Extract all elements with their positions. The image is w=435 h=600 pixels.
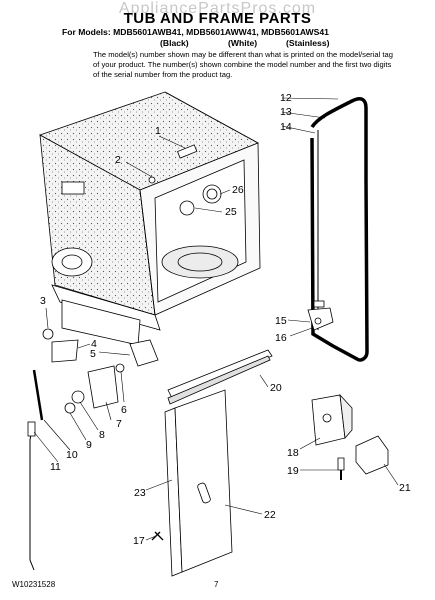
callout-8: 8 <box>99 429 105 441</box>
callout-4: 4 <box>91 338 97 350</box>
callout-21: 21 <box>399 482 411 494</box>
callout-5: 5 <box>90 348 96 360</box>
page-number: 7 <box>214 580 219 589</box>
bracket-15-16 <box>307 300 334 331</box>
callout-18: 18 <box>287 447 299 459</box>
callout-6: 6 <box>121 404 127 416</box>
tub-assembly <box>39 91 261 346</box>
callout-9: 9 <box>86 439 92 451</box>
callout-3: 3 <box>40 295 46 307</box>
models-line: For Models: MDB5601AWB41, MDB5601AWW41, … <box>62 27 329 37</box>
doc-number: W10231528 <box>12 580 56 589</box>
callout-19: 19 <box>287 465 299 477</box>
callout-26: 26 <box>232 184 244 196</box>
callout-16: 16 <box>275 332 287 344</box>
variant-black: (Black) <box>160 38 189 48</box>
variant-white: (White) <box>228 38 258 48</box>
callout-12: 12 <box>280 92 292 104</box>
bumper-3 <box>42 328 54 340</box>
model-note: The model(s) number shown may be differe… <box>93 50 393 79</box>
screw-17 <box>151 531 164 541</box>
callout-13: 13 <box>280 106 292 118</box>
plate-7 <box>87 365 119 409</box>
callout-1: 1 <box>155 125 161 137</box>
variant-stainless: (Stainless) <box>286 38 330 48</box>
callout-labels: 1 2 3 4 5 6 7 8 9 10 11 12 13 14 15 16 1… <box>40 92 411 547</box>
callout-10: 10 <box>66 449 78 461</box>
plate-4 <box>51 339 79 363</box>
callout-17: 17 <box>133 535 145 547</box>
watermark: AppliancePartsPros.com <box>118 0 317 17</box>
callout-2: 2 <box>115 154 121 166</box>
bracket-18 <box>311 393 353 446</box>
strip-20 <box>167 349 273 399</box>
leader-lines <box>33 97 399 541</box>
spring-10 <box>32 369 44 421</box>
callout-15: 15 <box>275 315 287 327</box>
callout-20: 20 <box>270 382 282 394</box>
callout-22: 22 <box>264 509 276 521</box>
callout-14: 14 <box>280 121 292 133</box>
callout-7: 7 <box>116 418 122 430</box>
washer-9 <box>64 402 76 414</box>
door-gasket <box>310 97 369 362</box>
washer-8 <box>71 390 85 404</box>
nut-6 <box>115 363 125 373</box>
bracket-21 <box>355 435 389 475</box>
page-title: TUB AND FRAME PARTS <box>123 10 312 27</box>
cable-11 <box>29 427 35 571</box>
bracket-5 <box>129 339 159 367</box>
callout-11: 11 <box>50 461 61 473</box>
callout-25: 25 <box>225 206 237 218</box>
callout-23: 23 <box>134 487 146 499</box>
